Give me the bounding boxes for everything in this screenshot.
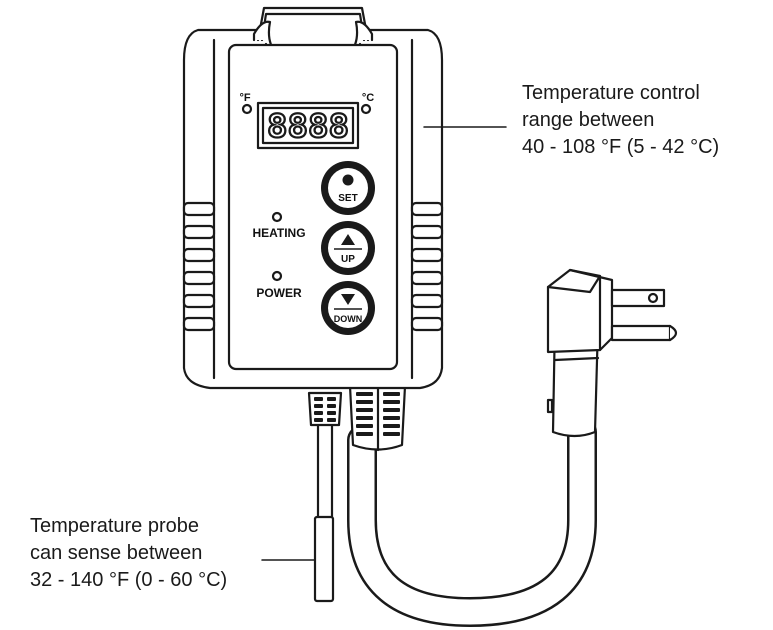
down-button[interactable]: DOWN (321, 281, 375, 335)
control-range-line-1: Temperature control (522, 82, 700, 104)
set-dot-icon (342, 174, 354, 186)
controller-body (182, 6, 444, 390)
hanging-loop (256, 6, 370, 42)
unit-f-label: °F (239, 92, 250, 104)
unit-c-label: °C (362, 92, 374, 104)
down-arrow-icon (341, 294, 355, 305)
control-range-callout: Temperature control range between 40 - 1… (522, 80, 719, 161)
up-button-label: UP (341, 254, 355, 265)
probe-strain-relief (307, 391, 343, 427)
led-display (256, 101, 360, 150)
probe-range-callout: Temperature probe can sense between 32 -… (30, 513, 227, 594)
fahrenheit-indicator (241, 103, 253, 115)
set-button[interactable]: SET (321, 161, 375, 215)
plug-prong-bottom (610, 324, 672, 342)
set-button-label: SET (338, 193, 357, 204)
celsius-indicator (360, 103, 372, 115)
side-grip-right (410, 201, 444, 332)
probe-range-line-3: 32 - 140 °F (0 - 60 °C) (30, 569, 228, 591)
heating-label: HEATING (252, 226, 305, 240)
control-range-line-3: 40 - 108 °F (5 - 42 °C) (522, 136, 720, 158)
power-label: POWER (256, 286, 302, 300)
display-digits: 8888 (267, 107, 349, 145)
cord-strain-relief (348, 384, 407, 452)
power-plug (546, 268, 678, 438)
power-led (271, 270, 283, 282)
side-grip-left (182, 201, 216, 332)
control-range-line-2: range between (522, 109, 655, 131)
probe-range-line-1: Temperature probe (30, 515, 199, 537)
temperature-probe (313, 515, 335, 603)
probe-cable (316, 422, 334, 521)
heating-led (271, 211, 283, 223)
up-button[interactable]: UP (321, 221, 375, 275)
up-arrow-icon (341, 234, 355, 245)
down-button-label: DOWN (334, 314, 363, 324)
probe-range-line-2: can sense between (30, 542, 203, 564)
